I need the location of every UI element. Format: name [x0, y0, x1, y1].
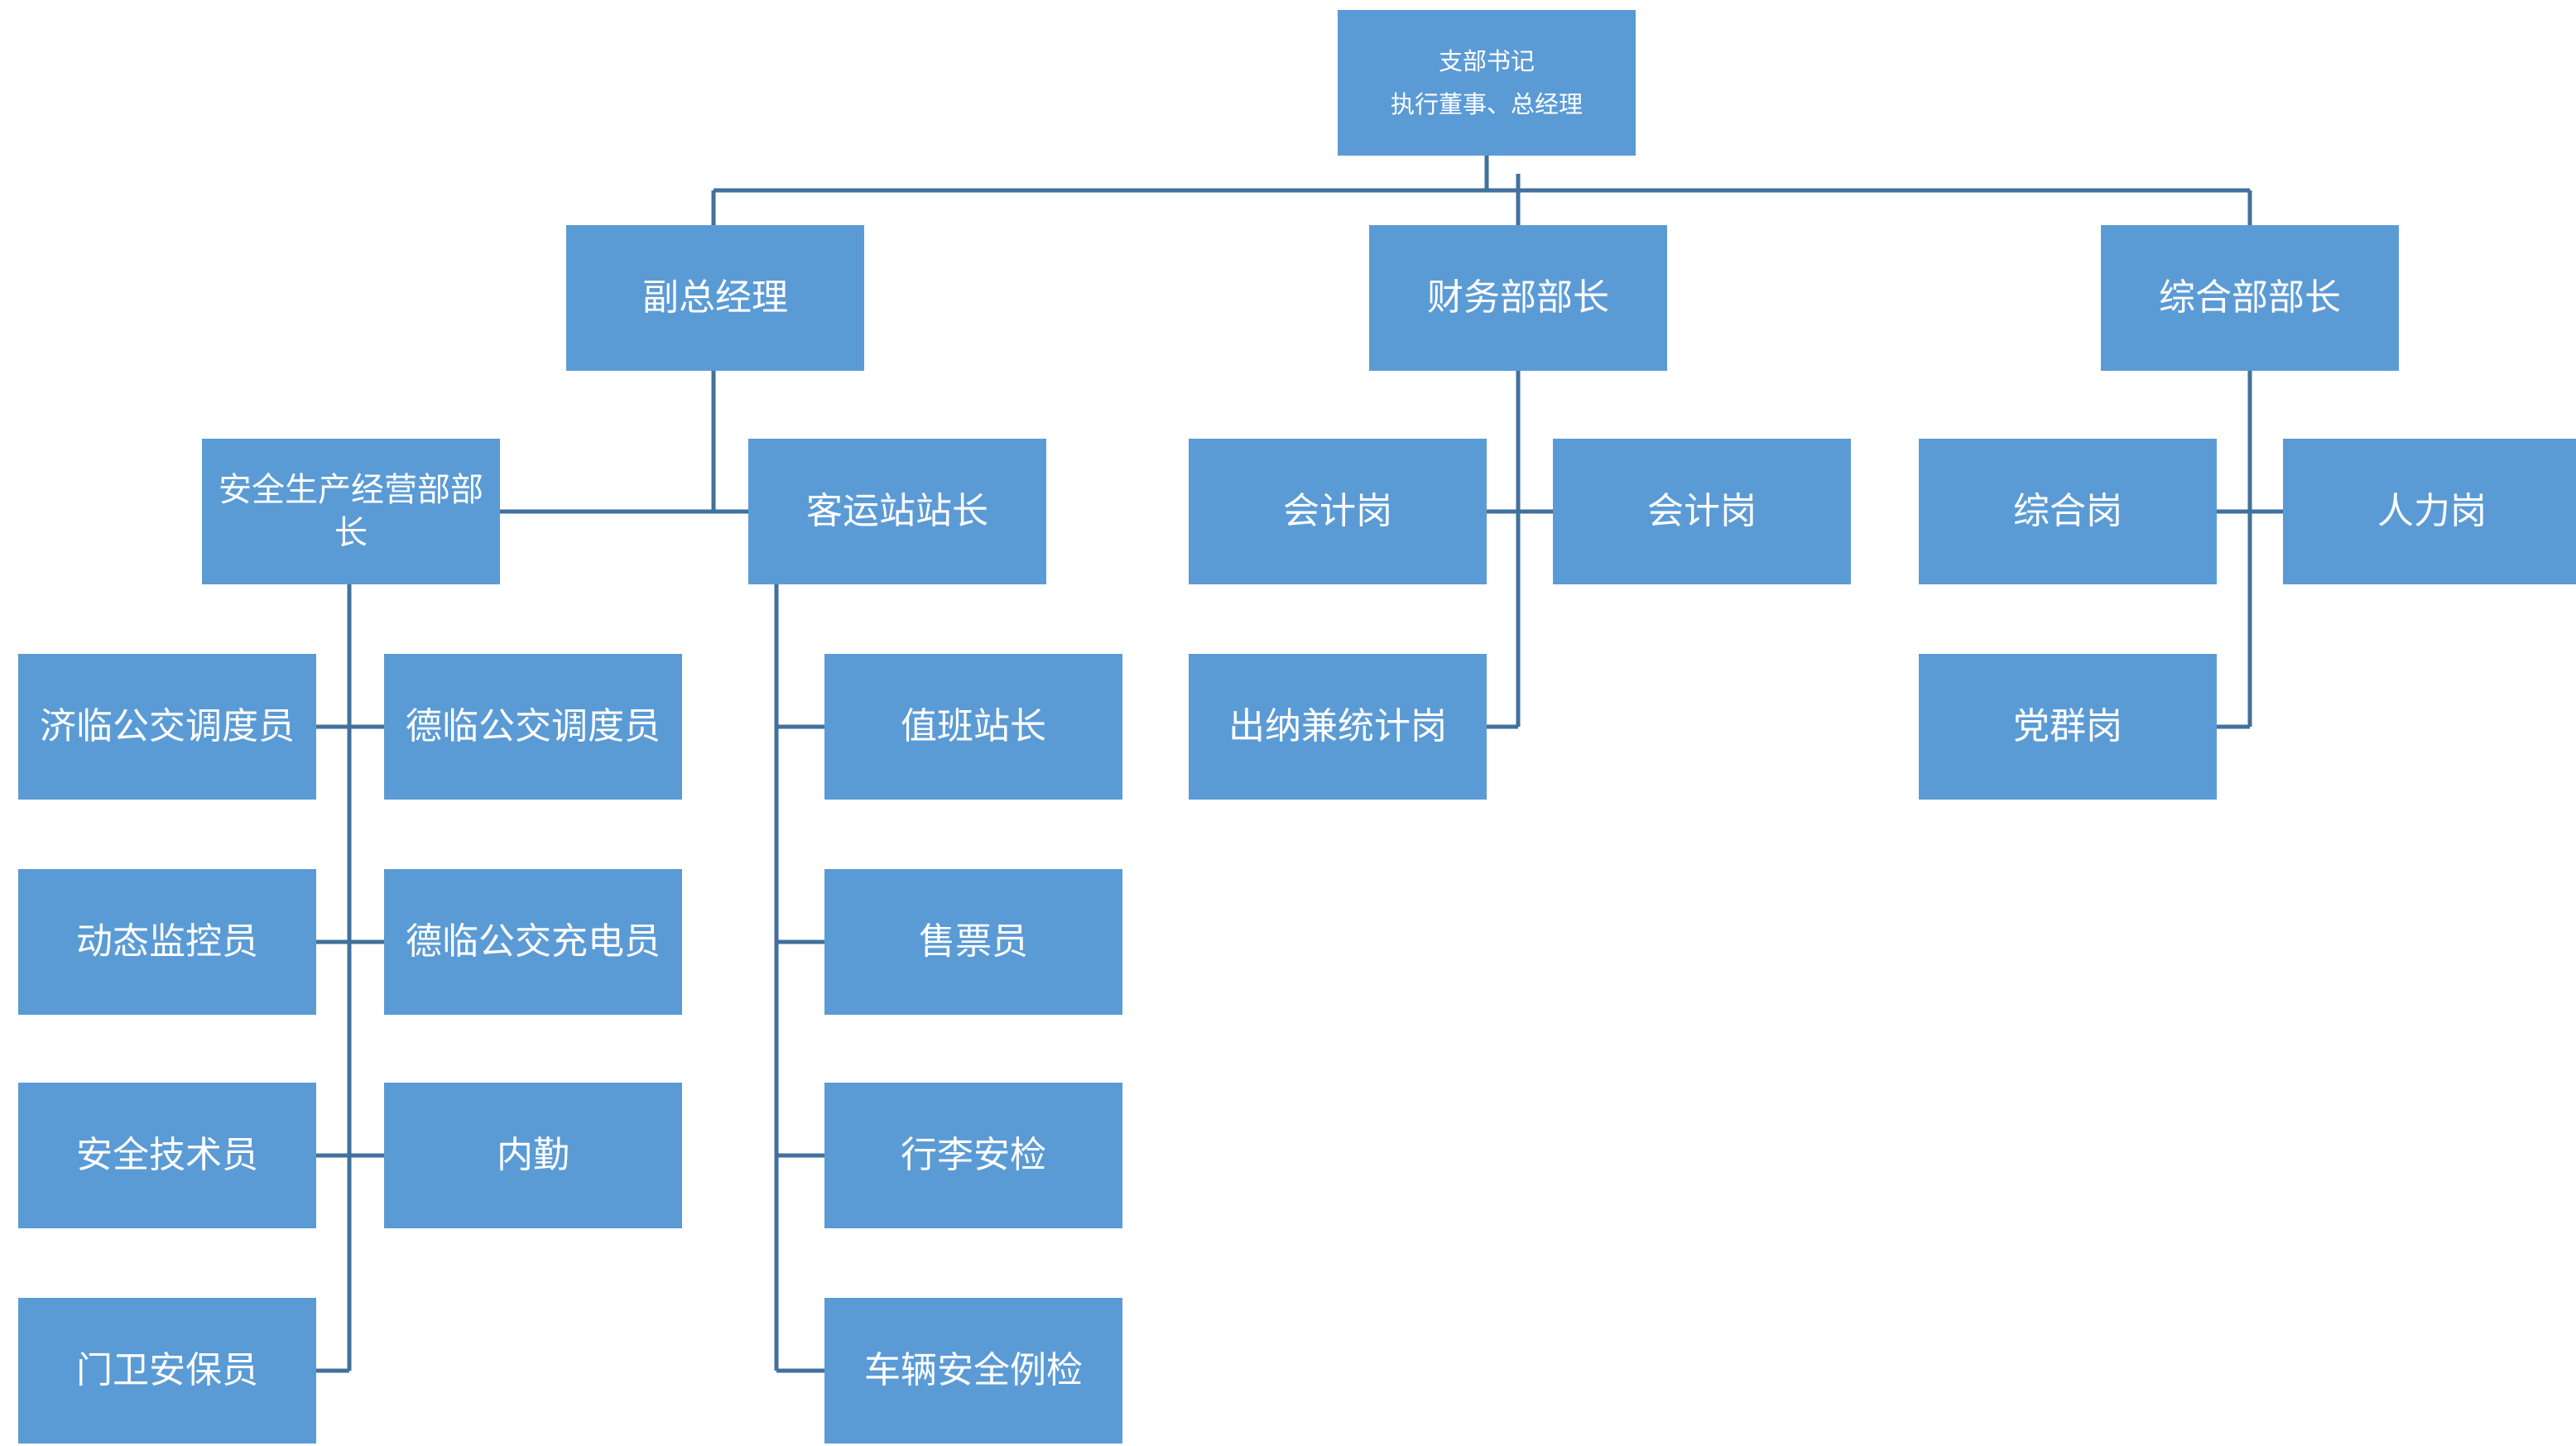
node-luggage-check: 行李安检 [824, 1083, 1122, 1228]
node-cashier-stats: 出纳兼统计岗 [1189, 654, 1487, 800]
node-dynamic-monitor: 动态监控员 [18, 869, 316, 1015]
node-general-head: 综合部部长 [2101, 225, 2399, 371]
node-vehicle-inspection: 车辆安全例检 [824, 1298, 1122, 1444]
node-internal-affairs: 内勤 [384, 1083, 682, 1228]
node-finance-head: 财务部部长 [1369, 225, 1667, 371]
node-accountant-1: 会计岗 [1189, 439, 1487, 584]
node-accountant-2: 会计岗 [1553, 439, 1851, 584]
node-deputy-gm: 副总经理 [566, 225, 864, 371]
node-station-master: 客运站站长 [748, 439, 1046, 584]
node-root-line2: 执行董事、总经理 [1390, 90, 1583, 118]
node-party-post: 党群岗 [1919, 654, 2217, 800]
node-duty-station-master: 值班站长 [824, 654, 1122, 800]
node-ticket-seller: 售票员 [824, 869, 1122, 1015]
node-safety-head: 安全生产经营部部长 [202, 439, 500, 584]
node-safety-tech: 安全技术员 [18, 1083, 316, 1228]
node-general-post: 综合岗 [1919, 439, 2217, 584]
node-delin-dispatcher: 德临公交调度员 [384, 654, 682, 800]
node-root: 支部书记 执行董事、总经理 [1338, 10, 1636, 156]
node-root-line1: 支部书记 [1438, 47, 1535, 75]
node-hr-post: 人力岗 [2283, 439, 2576, 584]
node-gate-guard: 门卫安保员 [18, 1298, 316, 1444]
node-jilin-dispatcher: 济临公交调度员 [18, 654, 316, 800]
node-delin-charger: 德临公交充电员 [384, 869, 682, 1015]
